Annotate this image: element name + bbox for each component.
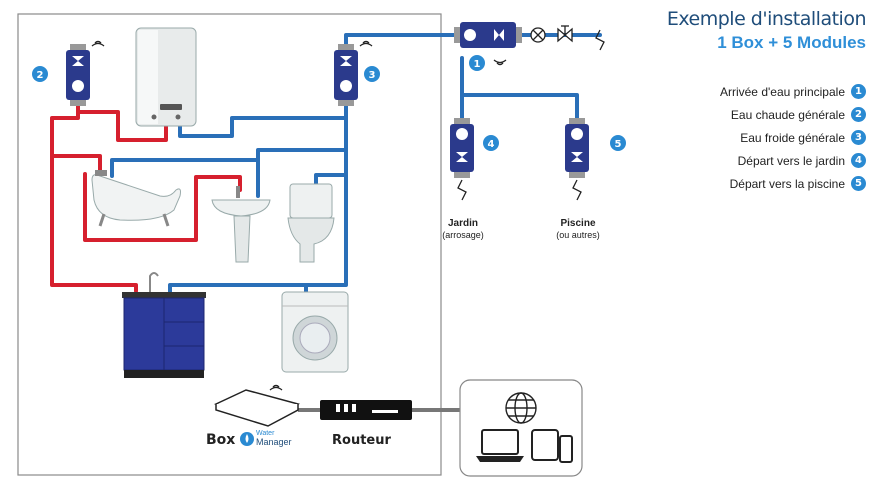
legend-number: 5: [851, 176, 866, 191]
box-label: Box: [206, 432, 235, 448]
legend-number: 1: [851, 84, 866, 99]
wifi-icon: [359, 40, 373, 47]
legend-item: Arrivée d'eau principale 1: [640, 80, 866, 103]
water-manager-logo: Water Manager: [240, 430, 292, 447]
boiler: [135, 27, 197, 127]
badge-4: 4: [488, 139, 495, 150]
washbasin: [211, 186, 271, 263]
jardin-label: Jardin: [448, 218, 478, 229]
kitchen-cabinet: [122, 272, 206, 378]
piscine-label: Piscine: [560, 218, 595, 229]
tablet-icon: [531, 429, 559, 461]
legend-label: Eau froide générale: [740, 130, 845, 145]
bathtub: [91, 170, 181, 227]
wifi-icon: [493, 59, 507, 66]
legend-number: 4: [851, 153, 866, 168]
legend-item: Eau chaude générale 2: [640, 103, 866, 126]
washing-machine: [281, 291, 349, 373]
wifi-icon: [91, 40, 105, 47]
brand-line1: Water: [256, 430, 275, 437]
phone-icon: [559, 435, 573, 463]
legend-item: Eau froide générale 3: [640, 126, 866, 149]
connected-devices: [459, 379, 583, 477]
page-title: Exemple d'installation: [666, 8, 867, 30]
cut-pipe-icon: [595, 29, 605, 51]
water-manager-box: [213, 384, 301, 427]
brand-line2: Manager: [256, 437, 292, 447]
wifi-icon: [269, 384, 283, 391]
legend-number: 2: [851, 107, 866, 122]
globe-icon: [505, 392, 537, 424]
badge-3: 3: [369, 70, 376, 81]
badge-5: 5: [615, 139, 622, 150]
module-1: [454, 22, 522, 66]
legend: Arrivée d'eau principale 1 Eau chaude gén…: [640, 80, 866, 195]
module-5: [565, 118, 589, 201]
hot-water-pipes: [50, 98, 242, 293]
router-label: Routeur: [332, 433, 391, 448]
legend-label: Départ vers le jardin: [737, 153, 845, 168]
house-frame: [17, 13, 442, 476]
router: [320, 400, 412, 420]
legend-label: Arrivée d'eau principale: [719, 84, 845, 99]
laptop-icon: [476, 429, 524, 462]
jardin-sub-label: (arrosage): [442, 230, 484, 240]
badge-2: 2: [37, 70, 44, 81]
badge-1: 1: [474, 59, 481, 70]
module-3: [334, 40, 373, 106]
legend-item: Départ vers le jardin 4: [640, 149, 866, 172]
module-2: [66, 40, 105, 106]
gate-valve-icon: [557, 25, 573, 43]
legend-item: Départ vers la piscine 5: [640, 172, 866, 195]
cut-pipe-icon: [457, 179, 467, 201]
cut-pipe-icon: [572, 179, 582, 201]
piscine-sub-label: (ou autres): [556, 230, 600, 240]
page-subtitle: 1 Box + 5 Modules: [717, 33, 866, 52]
module-4: [450, 118, 474, 201]
legend-number: 3: [851, 130, 866, 145]
legend-label: Eau chaude générale: [730, 107, 845, 122]
check-valve-icon: [530, 27, 546, 43]
toilet: [287, 183, 335, 263]
legend-label: Départ vers la piscine: [729, 176, 845, 191]
